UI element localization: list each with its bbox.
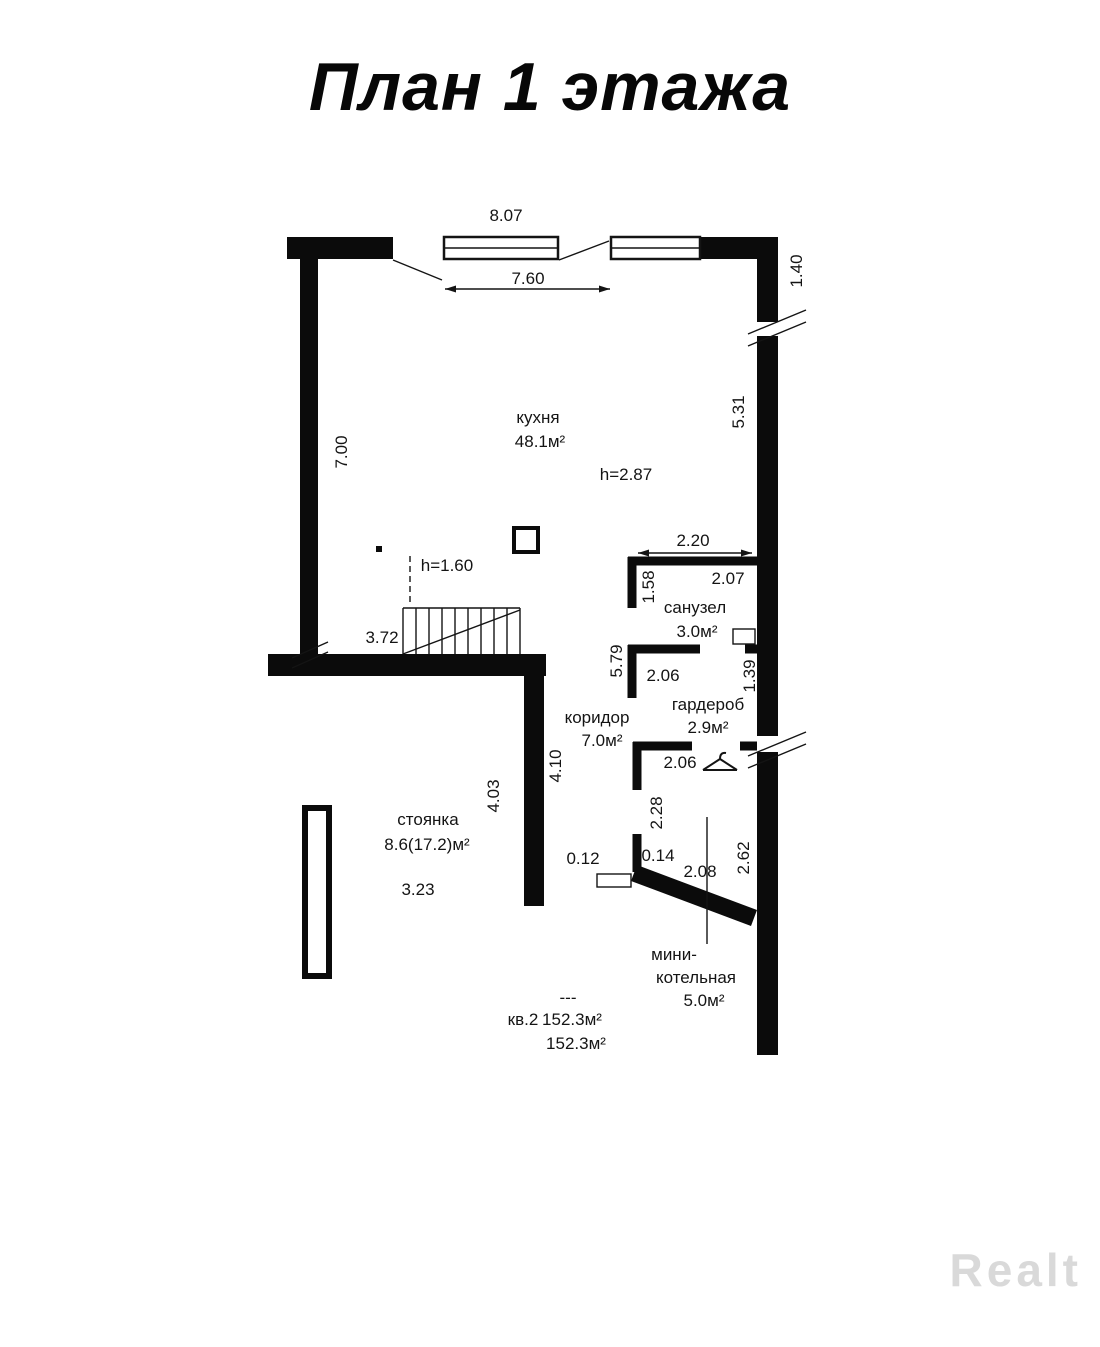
wardrobe-name: гардероб [672,695,745,714]
dim-2-28: 2.28 [647,796,666,829]
hanger-icon [702,751,738,771]
right-wall-upper [757,237,778,322]
dim-1-39: 1.39 [740,659,759,692]
watermark-logo: Realt [949,1244,1082,1296]
opening-leaf-2 [558,240,610,261]
dim-2-62: 2.62 [734,841,753,874]
dim-0-12: 0.12 [566,849,599,868]
dim-4-03: 4.03 [484,779,503,812]
column-square [512,526,540,554]
dim-2-07: 2.07 [711,569,744,588]
right-wall-middle [757,336,778,736]
apartment-dashes: --- [560,988,577,1007]
small-marker-dot [376,546,382,552]
page-title: План 1 этажа [308,49,792,125]
windows [392,235,702,281]
door-threshold [596,873,632,888]
right-wall-lower [757,752,778,1055]
parking-area: 8.6(17.2)м² [384,835,470,854]
dim-2-06-b: 2.06 [663,753,696,772]
step-wall [268,654,546,676]
dim-0-14: 0.14 [641,846,674,865]
dimension-labels: 8.07 7.60 2.20 2.07 2.06 2.06 3.72 0.12 … [332,206,806,899]
dim-2-20: 2.20 [676,531,709,550]
wall-break-marks [291,309,807,769]
dim-3-72: 3.72 [365,628,398,647]
dim-3-23: 3.23 [401,880,434,899]
top-left-wall [287,237,393,259]
opening-leaf-1 [392,259,443,281]
kitchen-name: кухня [516,408,559,427]
left-wall [300,258,318,654]
stairs-steps [402,607,521,654]
dim-1-40: 1.40 [787,254,806,287]
diagonal-wall [631,865,757,926]
dim-5-31: 5.31 [729,395,748,428]
dim-4-10: 4.10 [546,749,565,782]
apartment-living-area: 152.3м² [546,1034,606,1053]
dimension-lines [445,285,752,557]
window-1 [442,235,560,261]
boiler-name-line2: котельная [656,968,736,987]
stairs-ceiling-height: h=1.60 [421,556,473,575]
bathroom-name: санузел [664,598,726,617]
dim-5-79: 5.79 [607,644,626,677]
exterior-walls [268,237,778,1055]
stairs-diagonal [402,609,521,655]
parking-pier-wall [302,805,332,979]
inner-vertical-wall [524,676,544,906]
dim-2-08: 2.08 [683,862,716,881]
plan-details [376,526,738,771]
wardrobe-area: 2.9м² [688,718,729,737]
dim-7-00: 7.00 [332,435,351,468]
kitchen-ceiling-height: h=2.87 [600,465,652,484]
bathroom-area: 3.0м² [677,622,718,641]
dim-7-60: 7.60 [511,269,544,288]
corridor-name: коридор [565,708,630,727]
window-2 [609,235,702,261]
dim-2-06-a: 2.06 [646,666,679,685]
interior-partitions [596,556,757,944]
corridor-area: 7.0м² [582,731,623,750]
apartment-label: кв.2 [508,1010,539,1029]
parking-name: стоянка [397,810,459,829]
stairs [402,556,521,655]
boiler-name-line1: мини- [651,945,697,964]
apartment-total-area: 152.3м² [542,1010,602,1029]
room-labels: кухня 48.1м² h=2.87 h=1.60 санузел 3.0м²… [384,408,744,1053]
bathroom-sink [732,628,756,645]
dim-1-58: 1.58 [639,570,658,603]
kitchen-area: 48.1м² [515,432,566,451]
dim-8-07: 8.07 [489,206,522,225]
boiler-area: 5.0м² [684,991,725,1010]
